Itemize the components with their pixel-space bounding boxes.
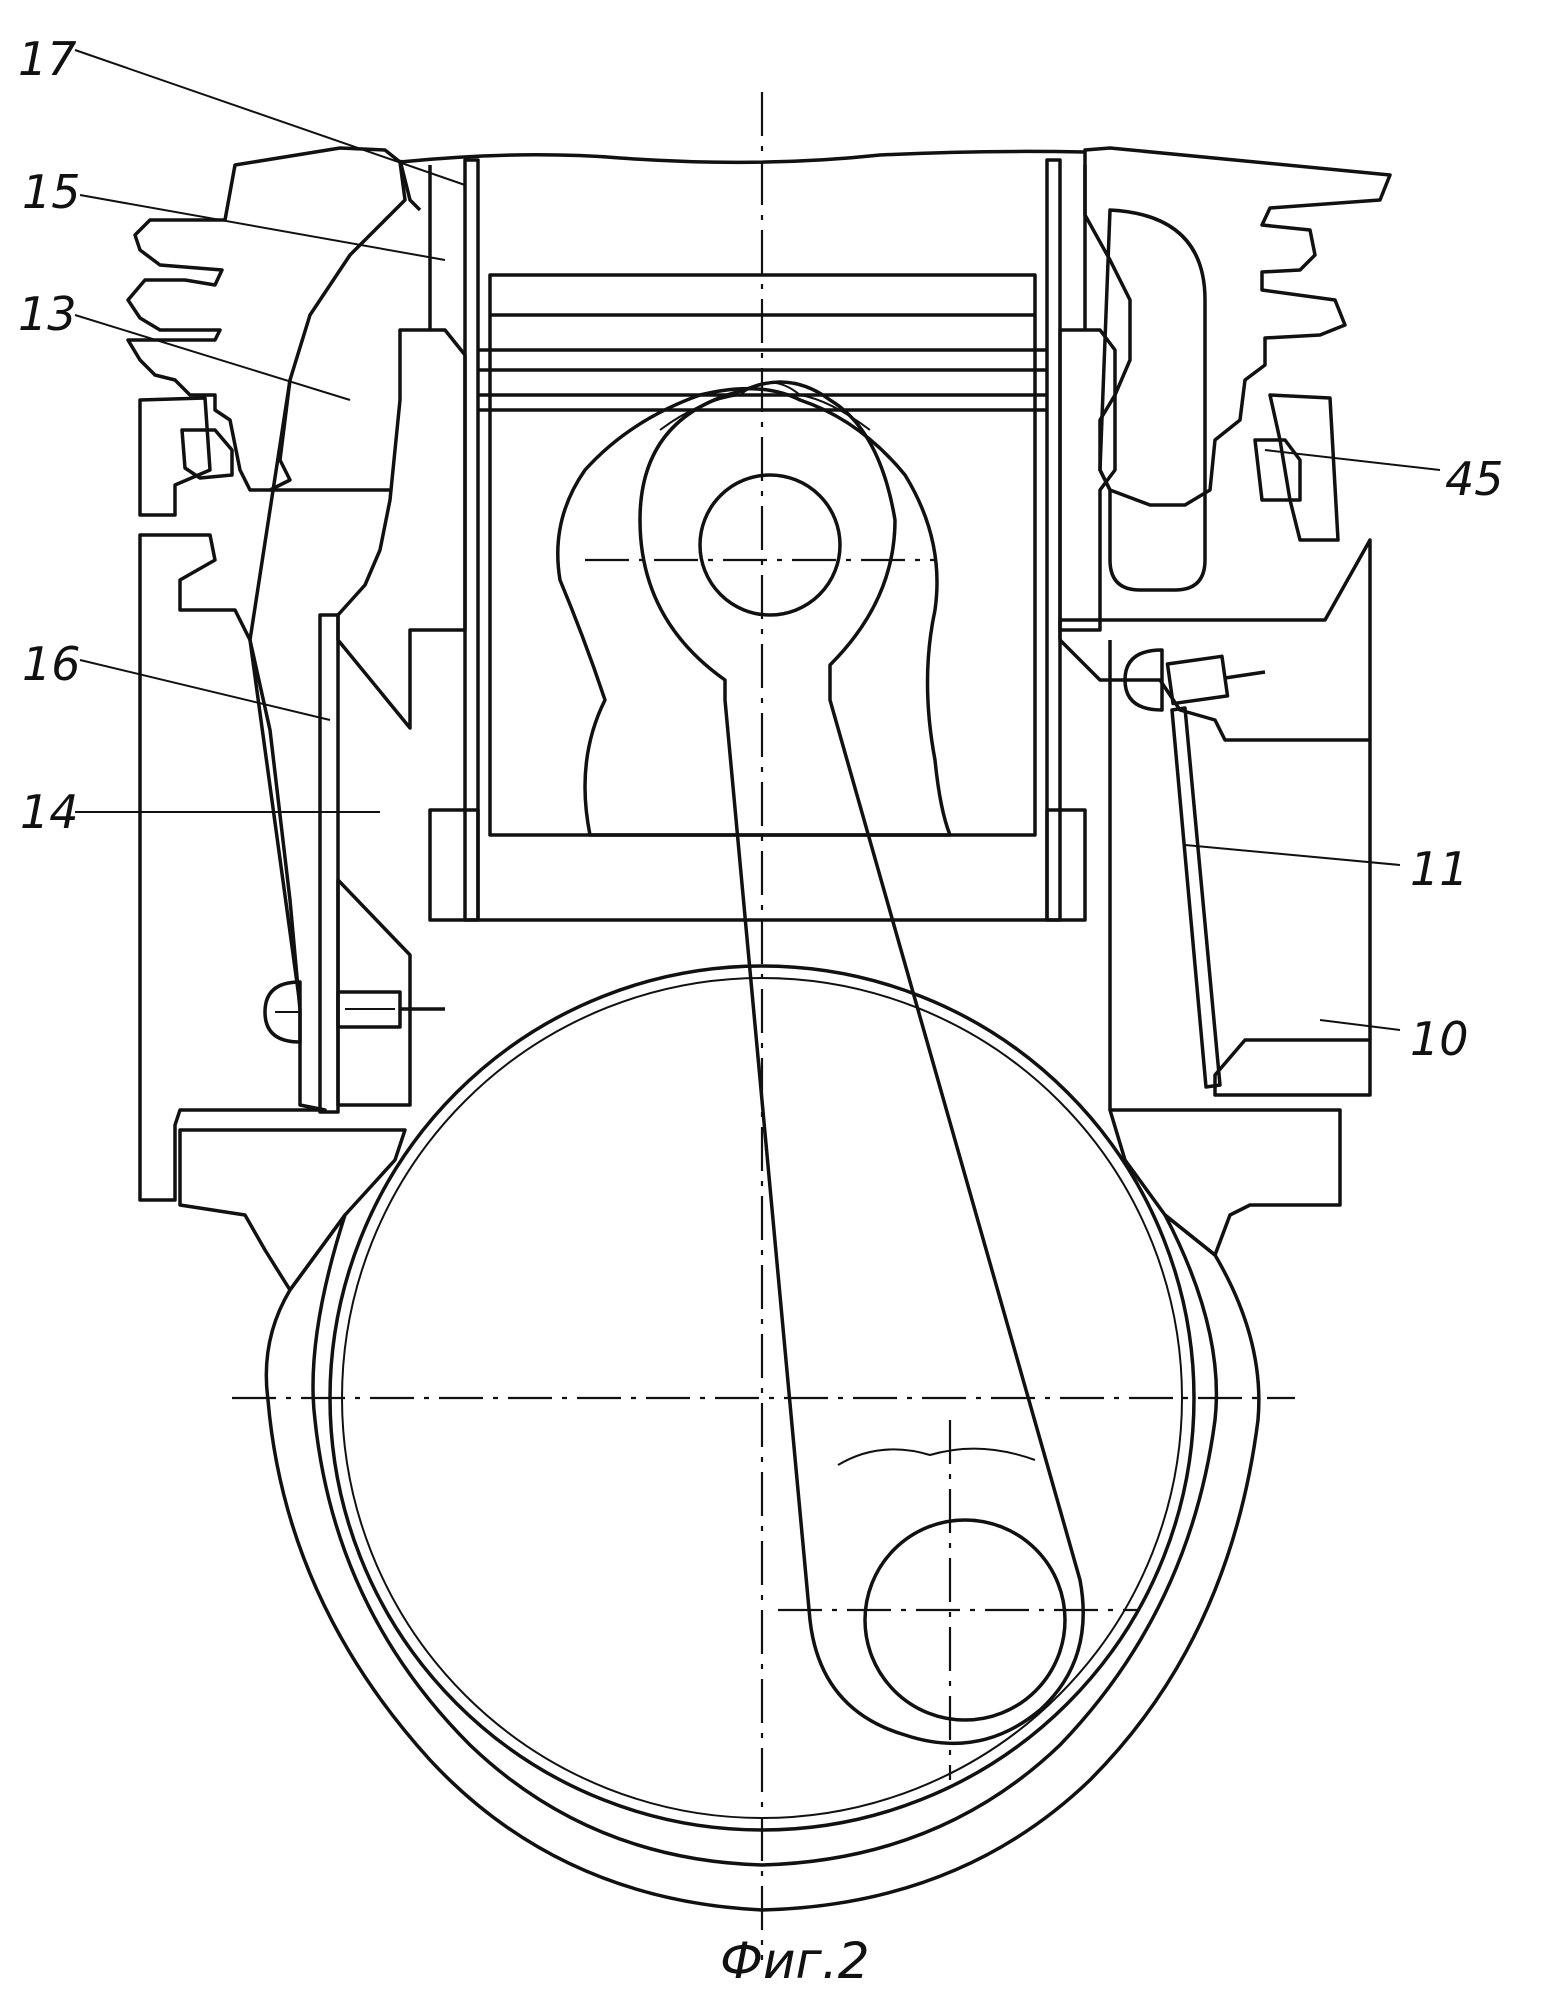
leader-lines <box>75 50 1440 1030</box>
label-17: 17 <box>18 32 77 86</box>
connecting-rod <box>640 382 1083 1743</box>
piston <box>430 275 1085 920</box>
screw-right <box>1125 650 1265 710</box>
label-15: 15 <box>22 165 81 219</box>
cylinder-liner <box>400 151 1085 920</box>
part-labels: 17 15 13 16 14 45 11 10 <box>18 32 1504 1066</box>
label-11: 11 <box>1410 842 1469 896</box>
crankcase-body <box>140 395 1370 1910</box>
label-14: 14 <box>20 785 79 839</box>
transfer-channel-left <box>250 160 465 1112</box>
label-16: 16 <box>22 637 81 691</box>
label-13: 13 <box>18 287 77 341</box>
label-10: 10 <box>1410 1012 1469 1066</box>
label-45: 45 <box>1445 452 1504 506</box>
figure-caption: Фиг.2 <box>720 1932 870 1990</box>
screw-left <box>265 982 445 1042</box>
